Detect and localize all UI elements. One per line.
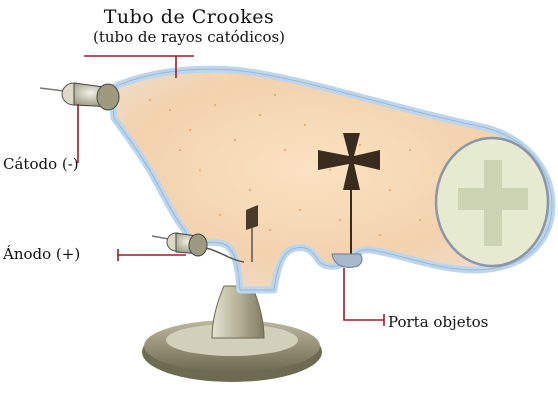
label-anodo: Ánodo (+) [3,245,80,263]
diagram-title: Tubo de Crookes [0,6,378,28]
stand-stem [212,286,264,338]
diagram-subtitle: (tubo de rayos catódicos) [0,28,378,46]
label-porta-objetos: Porta objetos [388,313,488,331]
porta-leader [344,268,384,326]
label-catodo: Cátodo (-) [3,155,79,173]
cathode-electrode [40,83,119,110]
fluorescent-screen [436,138,548,266]
